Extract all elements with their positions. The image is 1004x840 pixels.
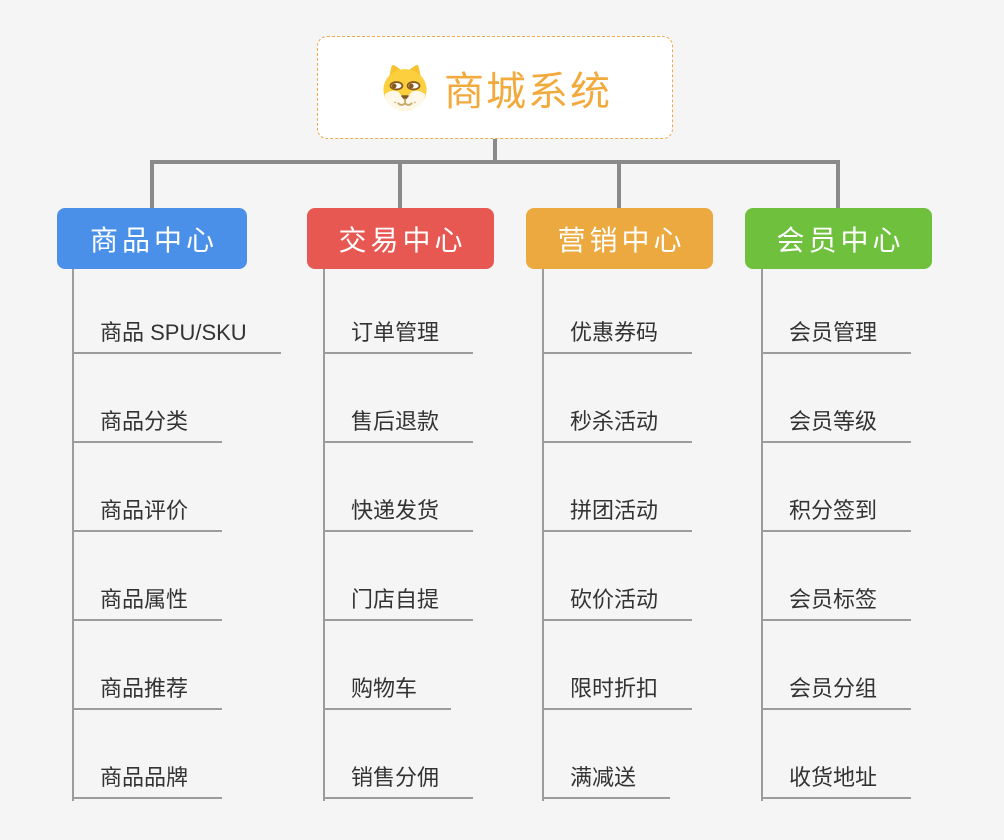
branch-connector-line	[150, 160, 840, 164]
branch-spine-line	[72, 269, 74, 801]
branch-stub-line	[617, 164, 621, 208]
dog-face-icon	[378, 61, 432, 115]
branch-header-member-center[interactable]: 会员中心	[745, 208, 932, 269]
branch-item[interactable]: 收货地址	[761, 765, 912, 799]
branch-spine-line	[542, 269, 544, 801]
branch-header-trade-center[interactable]: 交易中心	[307, 208, 494, 269]
branch-item[interactable]: 会员管理	[761, 320, 912, 354]
branch-item[interactable]: 砍价活动	[542, 587, 693, 621]
branch-item[interactable]: 商品属性	[72, 587, 223, 621]
branch-item[interactable]: 满减送	[542, 765, 671, 799]
branch-item[interactable]: 优惠券码	[542, 320, 693, 354]
branch-item[interactable]: 商品推荐	[72, 676, 223, 710]
branch-spine-line	[761, 269, 763, 801]
branch-item[interactable]: 会员等级	[761, 409, 912, 443]
branch-header-product-center[interactable]: 商品中心	[57, 208, 247, 269]
root-node[interactable]: 商城系统	[317, 36, 673, 139]
branch-item[interactable]: 订单管理	[323, 320, 474, 354]
branch-item[interactable]: 商品品牌	[72, 765, 223, 799]
branch-item[interactable]: 购物车	[323, 676, 452, 710]
branch-stub-line	[836, 164, 840, 208]
branch-item[interactable]: 门店自提	[323, 587, 474, 621]
branch-item[interactable]: 限时折扣	[542, 676, 693, 710]
branch-item[interactable]: 会员分组	[761, 676, 912, 710]
branch-stub-line	[150, 164, 154, 208]
branch-item[interactable]: 拼团活动	[542, 498, 693, 532]
branch-item[interactable]: 销售分佣	[323, 765, 474, 799]
branch-item[interactable]: 售后退款	[323, 409, 474, 443]
branch-item[interactable]: 商品 SPU/SKU	[72, 320, 281, 354]
branch-item[interactable]: 商品分类	[72, 409, 223, 443]
root-connector-line	[493, 139, 497, 162]
branch-item[interactable]: 积分签到	[761, 498, 912, 532]
branch-item[interactable]: 快递发货	[323, 498, 474, 532]
branch-item[interactable]: 会员标签	[761, 587, 912, 621]
root-title: 商城系统	[444, 69, 612, 114]
branch-spine-line	[323, 269, 325, 801]
branch-stub-line	[398, 164, 402, 208]
branch-item[interactable]: 秒杀活动	[542, 409, 693, 443]
branch-header-marketing-center[interactable]: 营销中心	[526, 208, 713, 269]
branch-item[interactable]: 商品评价	[72, 498, 223, 532]
